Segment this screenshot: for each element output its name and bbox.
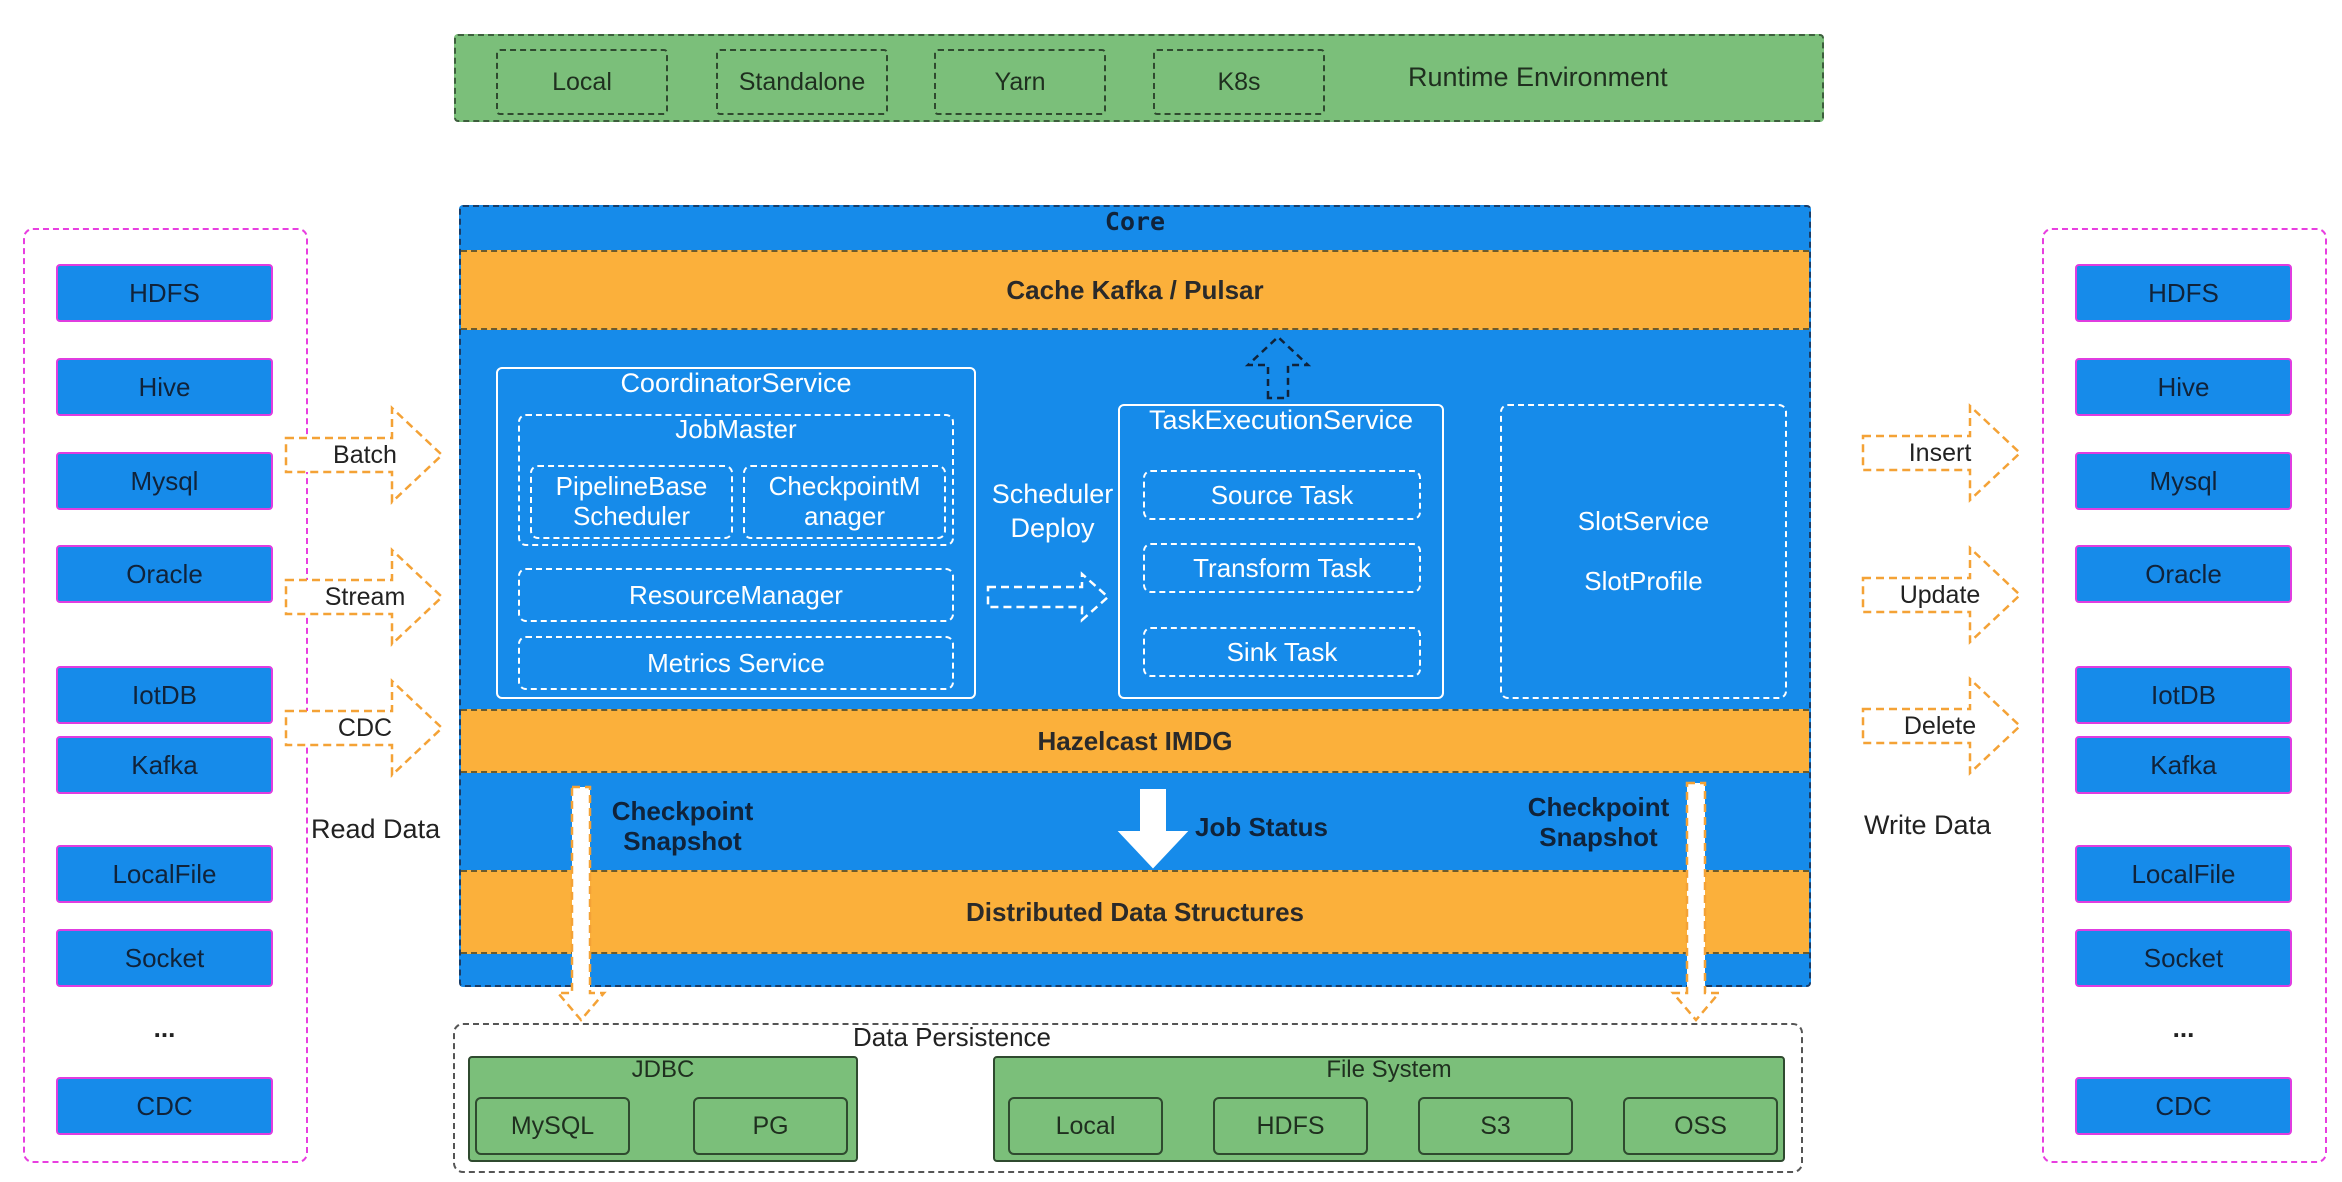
runtime-environment-label: Runtime Environment xyxy=(1408,62,1668,92)
file-system-title: File System xyxy=(1326,1056,1452,1083)
checkpoint-manager-box xyxy=(743,465,946,539)
fs-hdfs: HDFS xyxy=(1213,1097,1368,1155)
source-cdc: CDC xyxy=(56,1077,273,1135)
coordinator-service-title: CoordinatorService xyxy=(620,367,852,398)
runtime-item-local: Local xyxy=(496,49,668,115)
fs-s3: S3 xyxy=(1418,1097,1573,1155)
metrics-service-box: Metrics Service xyxy=(518,636,954,690)
coordinator-service-box xyxy=(496,367,976,699)
insert-arrow-label: Insert xyxy=(1908,438,1972,467)
checkpoint-left-line2: Snapshot xyxy=(623,825,742,856)
cache-kafka-pulsar-bar: Cache Kafka / Pulsar xyxy=(461,250,1809,330)
jdbc-pg: PG xyxy=(693,1097,848,1155)
source-iotdb: IotDB xyxy=(56,666,273,724)
job-master-title: JobMaster xyxy=(675,413,797,444)
distributed-data-structures-bar: Distributed Data Structures xyxy=(461,870,1809,954)
write-data-caption: Write Data xyxy=(1864,810,1992,840)
pipeline-line2: Scheduler xyxy=(572,500,691,531)
sink-ellipsis: ... xyxy=(2172,1012,2195,1043)
sink-hdfs: HDFS xyxy=(2075,264,2292,322)
job-status-label: Job Status xyxy=(1195,812,1328,842)
sink-socket: Socket xyxy=(2075,929,2292,987)
sink-kafka: Kafka xyxy=(2075,736,2292,794)
checkpoint-right-line2: Snapshot xyxy=(1539,821,1658,852)
sink-oracle: Oracle xyxy=(2075,545,2292,603)
source-oracle: Oracle xyxy=(56,545,273,603)
sink-task-box: Sink Task xyxy=(1143,627,1421,677)
runtime-item-k8s: K8s xyxy=(1153,49,1325,115)
hazelcast-imdg-bar: Hazelcast IMDG xyxy=(461,709,1809,773)
checkpoint-line2: anager xyxy=(804,500,885,531)
task-execution-service-box xyxy=(1118,404,1444,699)
transform-task-box: Transform Task xyxy=(1143,543,1421,593)
jdbc-mysql: MySQL xyxy=(475,1097,630,1155)
delete-arrow-label: Delete xyxy=(1903,711,1977,740)
source-mysql: Mysql xyxy=(56,452,273,510)
jdbc-group xyxy=(468,1056,858,1162)
source-hdfs: HDFS xyxy=(56,264,273,322)
source-socket: Socket xyxy=(56,929,273,987)
checkpoint-line1: CheckpointM xyxy=(768,470,921,501)
job-master-box xyxy=(518,414,954,546)
sink-iotdb: IotDB xyxy=(2075,666,2292,724)
runtime-item-standalone: Standalone xyxy=(716,49,888,115)
slot-service-box xyxy=(1500,404,1787,699)
fs-local: Local xyxy=(1008,1097,1163,1155)
source-hive: Hive xyxy=(56,358,273,416)
scheduler-line1: Scheduler xyxy=(991,478,1114,509)
runtime-environment-panel: Local Standalone Yarn K8s Runtime Enviro… xyxy=(454,34,1824,122)
source-kafka: Kafka xyxy=(56,736,273,794)
resource-manager-box: ResourceManager xyxy=(518,568,954,622)
checkpoint-left-line1: Checkpoint xyxy=(611,795,754,826)
slot-profile-label: SlotProfile xyxy=(1584,565,1703,596)
task-execution-service-title: TaskExecutionService xyxy=(1148,404,1414,435)
data-persistence-title: Data Persistence xyxy=(853,1021,1051,1052)
source-ellipsis: ... xyxy=(153,1012,176,1043)
scheduler-line2: Deploy xyxy=(1010,512,1095,543)
pipeline-base-scheduler-box xyxy=(530,465,733,539)
fs-oss: OSS xyxy=(1623,1097,1778,1155)
file-system-group xyxy=(993,1056,1785,1162)
core-title: Core xyxy=(1104,206,1166,236)
slot-service-label: SlotService xyxy=(1577,505,1710,536)
sink-localfile: LocalFile xyxy=(2075,845,2292,903)
sink-cdc: CDC xyxy=(2075,1077,2292,1135)
read-data-caption: Read Data xyxy=(311,814,441,844)
write-sinks-panel xyxy=(2042,228,2327,1163)
runtime-item-yarn: Yarn xyxy=(934,49,1106,115)
sink-mysql: Mysql xyxy=(2075,452,2292,510)
update-arrow-label: Update xyxy=(1899,580,1981,609)
checkpoint-right-line1: Checkpoint xyxy=(1527,791,1670,822)
batch-arrow-label: Batch xyxy=(333,440,397,469)
stream-arrow-label: Stream xyxy=(324,582,406,611)
pipeline-line1: PipelineBase xyxy=(555,470,708,501)
cdc-arrow-label: CDC xyxy=(337,713,393,742)
source-localfile: LocalFile xyxy=(56,845,273,903)
sink-hive: Hive xyxy=(2075,358,2292,416)
data-persistence-panel xyxy=(453,1023,1803,1173)
jdbc-title: JDBC xyxy=(631,1056,695,1083)
source-task-box: Source Task xyxy=(1143,470,1421,520)
